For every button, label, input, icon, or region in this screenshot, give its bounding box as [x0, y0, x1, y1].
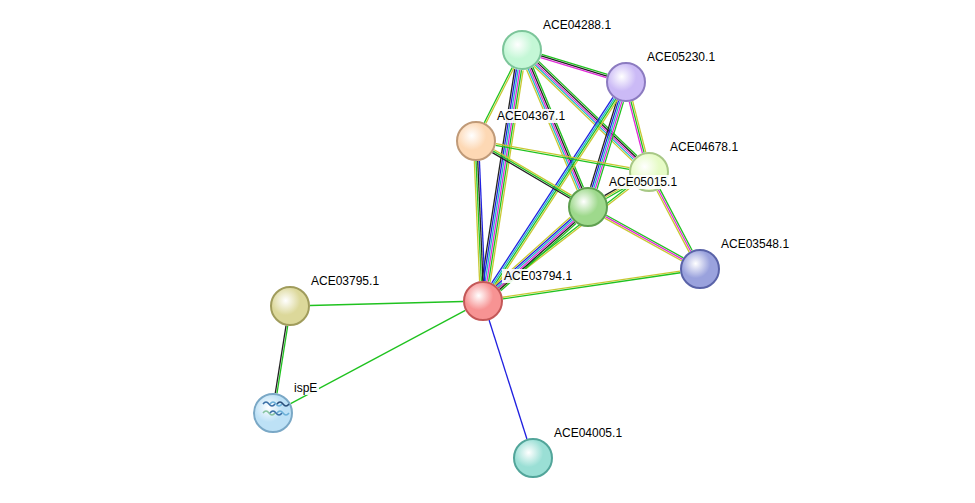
node-label: ACE05230.1: [645, 50, 717, 64]
interaction-edge: [629, 101, 645, 153]
protein-node: ACE03794.1: [463, 281, 503, 321]
interaction-edge: [310, 302, 463, 306]
evidence-line: [291, 310, 466, 403]
evidence-line: [492, 97, 613, 283]
node-label: ispE: [292, 381, 319, 395]
node-label: ACE04367.1: [495, 109, 567, 123]
protein-node: ACE03548.1: [680, 249, 720, 289]
evidence-line: [310, 302, 463, 306]
evidence-line: [489, 320, 527, 439]
protein-node: ACE05015.1: [568, 187, 608, 227]
evidence-line: [499, 185, 633, 289]
node-label: ACE03548.1: [719, 237, 791, 251]
protein-node: ACE04005.1: [513, 438, 553, 478]
evidence-line: [275, 326, 286, 393]
evidence-line: [500, 222, 575, 289]
interaction-edge: [489, 320, 527, 439]
evidence-line: [631, 101, 644, 152]
evidence-line: [527, 70, 577, 190]
evidence-line: [474, 161, 479, 281]
protein-node: ACE05230.1: [606, 62, 646, 102]
interaction-edge: [496, 144, 630, 170]
evidence-line: [660, 189, 692, 251]
evidence-line: [606, 215, 683, 258]
evidence-line: [493, 98, 614, 284]
evidence-line: [277, 326, 288, 393]
protein-node: ACE03795.1: [270, 286, 310, 326]
evidence-line: [657, 190, 689, 252]
evidence-line: [495, 99, 616, 285]
protein-node: ispE: [253, 393, 293, 433]
evidence-line: [492, 153, 570, 199]
evidence-line: [501, 224, 576, 291]
evidence-line: [629, 102, 642, 153]
node-label: ACE04288.1: [541, 18, 613, 32]
evidence-line: [605, 217, 682, 260]
evidence-line: [494, 150, 572, 196]
evidence-line: [530, 68, 580, 188]
interaction-edge: [291, 310, 466, 403]
protein-node: ACE04288.1: [502, 30, 542, 70]
evidence-line: [533, 67, 583, 187]
evidence-line: [531, 68, 581, 188]
interaction-edge: [495, 217, 576, 291]
structure-icon: [255, 395, 291, 431]
interaction-edge: [657, 189, 692, 252]
evidence-line: [489, 70, 522, 281]
evidence-line: [633, 101, 646, 152]
evidence-line: [605, 218, 682, 261]
evidence-line: [498, 184, 632, 288]
interaction-edge: [275, 326, 287, 394]
interaction-edge: [541, 54, 608, 77]
node-label: ACE03794.1: [502, 269, 574, 283]
interaction-edge: [492, 97, 617, 285]
node-label: ACE04005.1: [552, 426, 624, 440]
node-label: ACE05015.1: [607, 175, 679, 189]
evidence-line: [490, 70, 523, 281]
interaction-edge: [527, 67, 584, 190]
interaction-edge: [605, 215, 684, 261]
node-label: ACE04678.1: [668, 140, 740, 154]
interaction-edge: [474, 161, 484, 281]
evidence-line: [482, 69, 515, 280]
interaction-edge: [498, 184, 633, 290]
interaction-edge: [492, 150, 571, 199]
protein-node: ACE04367.1: [456, 121, 496, 161]
evidence-line: [496, 100, 617, 286]
node-label: ACE03795.1: [309, 274, 381, 288]
evidence-line: [484, 69, 517, 280]
evidence-line: [542, 54, 608, 74]
evidence-line: [658, 190, 690, 252]
evidence-line: [591, 100, 617, 187]
evidence-line: [493, 151, 571, 197]
evidence-line: [498, 221, 573, 288]
